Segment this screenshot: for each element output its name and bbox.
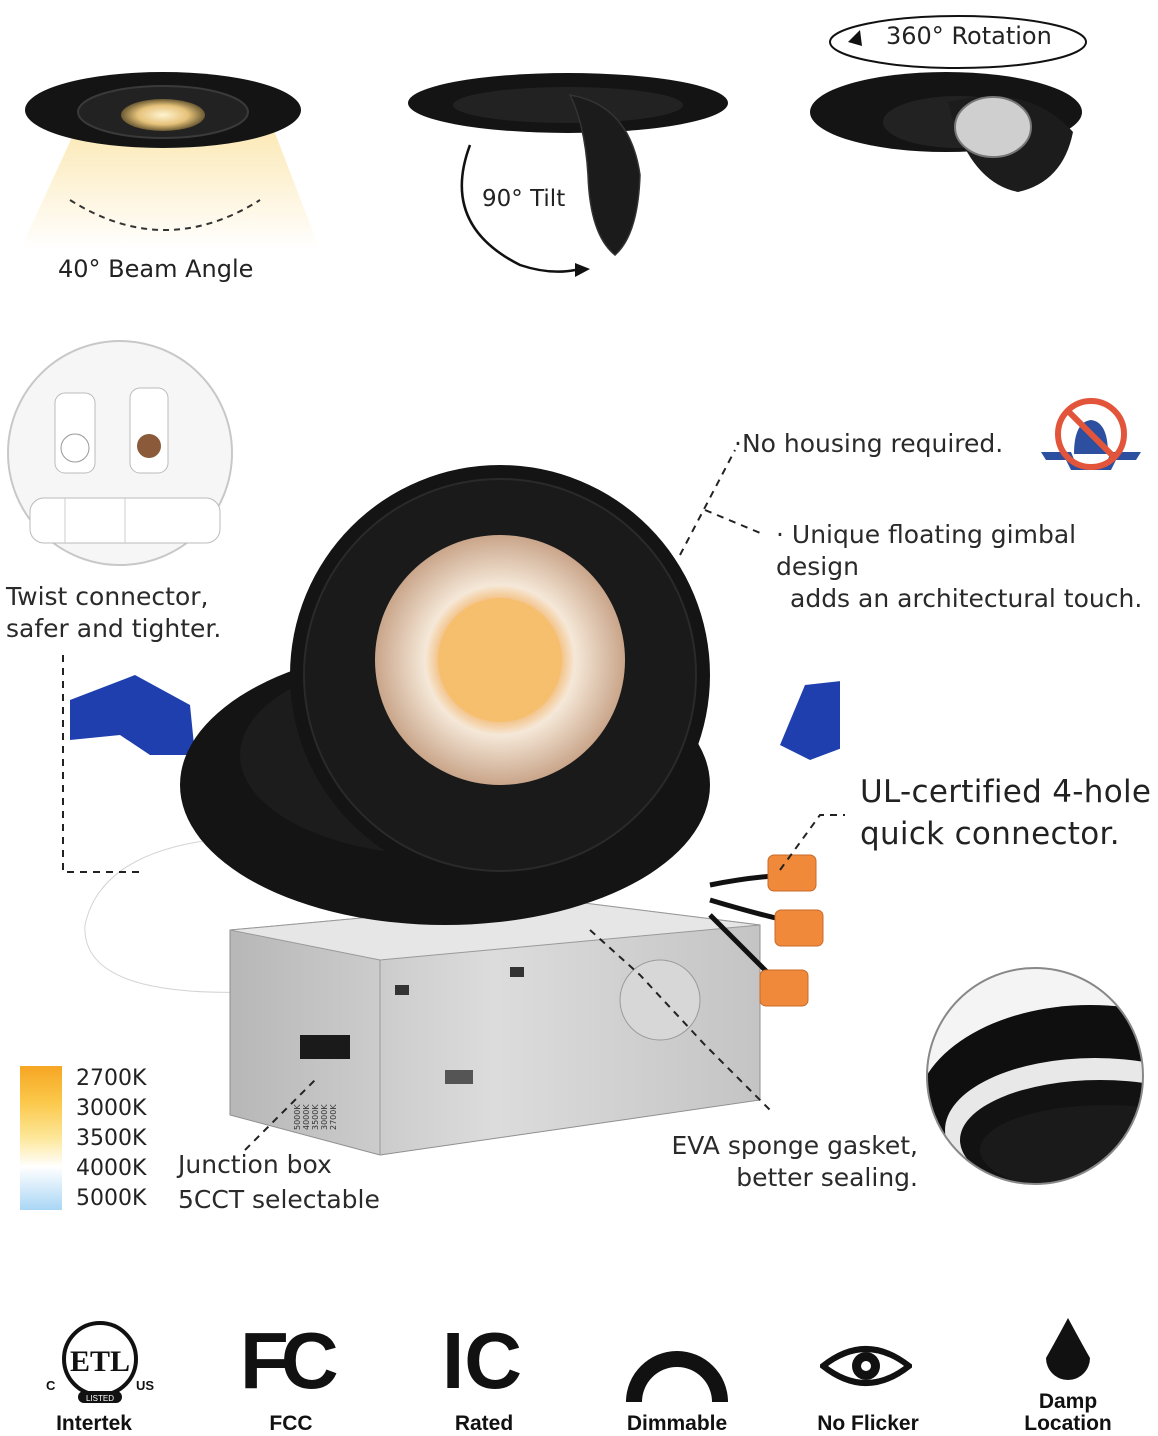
- no-flicker-label: No Flicker: [817, 1412, 919, 1435]
- fcc-label: FCC: [269, 1412, 313, 1435]
- etl-listed: LISTED: [86, 1394, 114, 1403]
- eye-symbol: [820, 1346, 912, 1386]
- gasket-callout: EVA sponge gasket, better sealing.: [660, 1130, 918, 1194]
- no-housing-icon: [1036, 392, 1146, 482]
- cct-4000k: 4000K: [76, 1156, 147, 1181]
- junction-box-line-1: Junction box: [178, 1150, 332, 1179]
- damp-location-label: Damp Location: [988, 1391, 1148, 1435]
- junction-box-leader: [244, 1079, 316, 1151]
- cct-2700k: 2700K: [76, 1066, 147, 1091]
- rotation-feature: [808, 12, 1108, 202]
- damp-location-line-1: Damp: [1038, 1390, 1098, 1413]
- rotation-label: 360° Rotation: [886, 22, 1052, 50]
- tilt-label: 90° Tilt: [482, 186, 566, 212]
- ul-connector-callout: UL-certified 4-hole quick connector.: [860, 771, 1151, 855]
- gimbal-text-1: Unique floating gimbal design: [776, 520, 1077, 581]
- bullet-dot: ·: [734, 429, 742, 458]
- no-housing-symbol: [1041, 398, 1141, 470]
- gimbal-leader: [704, 509, 766, 536]
- gimbal-callout: · Unique floating gimbal design adds an …: [776, 519, 1158, 615]
- ul-connector-line-2: quick connector.: [860, 816, 1120, 852]
- rated-label: Rated: [454, 1412, 514, 1435]
- gasket-line-1: EVA sponge gasket,: [671, 1131, 918, 1160]
- etl-icon: ETL C US LISTED: [40, 1315, 160, 1405]
- twist-connector-circle: [5, 338, 235, 568]
- ul-connector-line-1: UL-certified 4-hole: [860, 774, 1152, 810]
- water-drop-icon: [1040, 1316, 1096, 1388]
- ul-connector-leader: [779, 814, 845, 871]
- junction-box-line-2: 5CCT selectable: [178, 1185, 380, 1214]
- gasket-closeup-circle: [920, 965, 1150, 1187]
- dimmable-label: Dimmable: [626, 1412, 728, 1435]
- main-fixture-illustration: [70, 465, 840, 1156]
- etl-text: ETL: [70, 1345, 130, 1378]
- switch-mark-2700k: 2700K: [329, 1104, 338, 1130]
- etl-us: US: [136, 1378, 154, 1393]
- switch-mark-3500k: 3500K: [311, 1104, 320, 1130]
- switch-mark-5000k: 5000K: [293, 1104, 302, 1130]
- dimmable-icon: [620, 1330, 734, 1405]
- cct-3500k: 3500K: [76, 1126, 147, 1151]
- gimbal-line-2: adds an architectural touch.: [790, 584, 1143, 613]
- tilt-feature: [400, 65, 740, 285]
- cct-5000k: 5000K: [76, 1186, 147, 1211]
- dimmable-symbol: [626, 1351, 728, 1402]
- no-housing-callout: ·No housing required.: [734, 428, 1003, 460]
- junction-box-callout: Junction box 5CCT selectable: [178, 1147, 380, 1217]
- gasket-closeup-illustration: [926, 967, 1144, 1185]
- eye-icon: [820, 1340, 912, 1392]
- cct-color-bar: [20, 1066, 62, 1210]
- ic-icon: IC: [442, 1316, 522, 1405]
- gasket-line-2: better sealing.: [736, 1163, 918, 1192]
- twist-connector-line-2: safer and tighter.: [6, 614, 222, 643]
- gasket-leader: [589, 929, 771, 1111]
- fcc-icon: FC: [240, 1316, 339, 1405]
- gimbal-line-1: · Unique floating gimbal design: [776, 519, 1158, 583]
- twist-connector-callout: Twist connector, safer and tighter.: [6, 581, 221, 645]
- rotation-illustration: [810, 15, 1087, 192]
- tilt-illustration: [408, 73, 728, 277]
- switch-mark-3000k: 3000K: [320, 1104, 329, 1130]
- cct-switch-marks: 5000K 4000K 3500K 3000K 2700K: [293, 1070, 363, 1130]
- bullet-dot: ·: [776, 520, 784, 549]
- no-housing-text: No housing required.: [741, 429, 1004, 458]
- twist-connector-line-1: Twist connector,: [6, 582, 209, 611]
- twist-connector-illustration: [7, 340, 233, 566]
- switch-mark-4000k: 4000K: [302, 1104, 311, 1130]
- main-fixture: [60, 455, 840, 1235]
- beam-angle-illustration: [20, 72, 320, 250]
- beam-angle-label: 40° Beam Angle: [58, 255, 254, 283]
- cct-3000k: 3000K: [76, 1096, 147, 1121]
- intertek-label: Intertek: [56, 1412, 132, 1435]
- no-housing-leader: [679, 449, 736, 556]
- beam-angle-feature: [20, 50, 320, 300]
- etl-c: C: [46, 1378, 56, 1393]
- twist-connector-leader: [62, 655, 145, 873]
- etl-logo: ETL C US LISTED: [46, 1321, 154, 1403]
- water-drop-symbol: [1046, 1318, 1090, 1380]
- damp-location-line-2: Location: [1024, 1412, 1112, 1435]
